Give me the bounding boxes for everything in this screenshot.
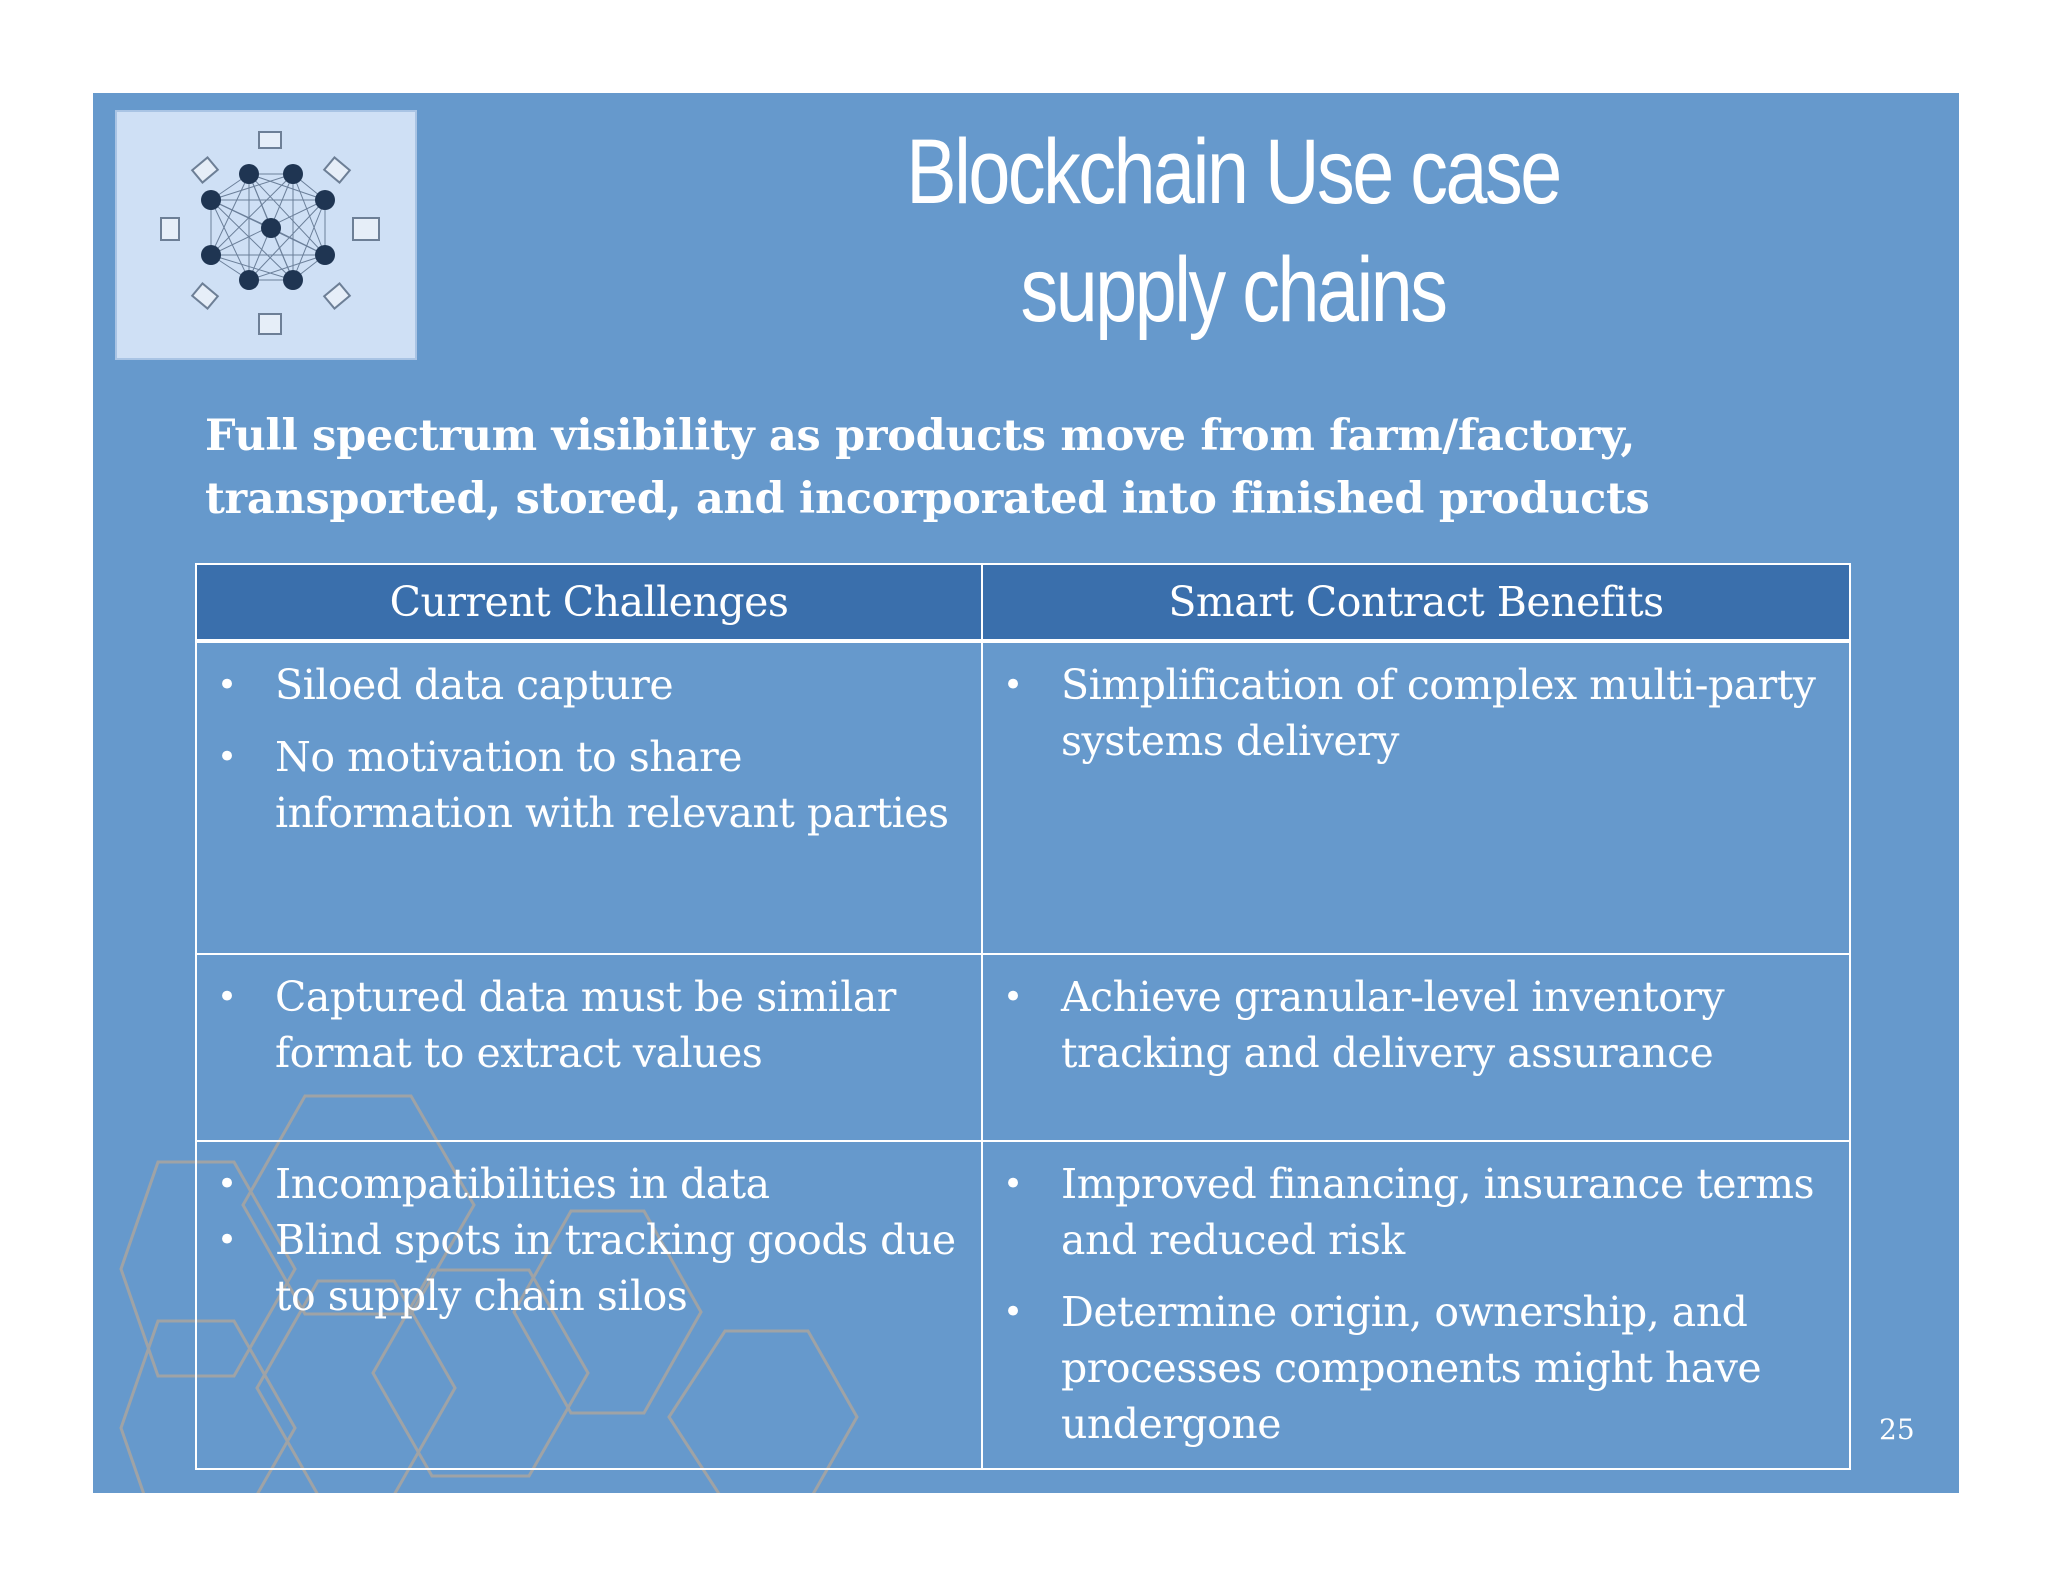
list-item: Incompatibilities in data (217, 1156, 961, 1212)
slide: Blockchain Use case supply chains Full s… (93, 93, 1959, 1493)
table-row: Captured data must be similar format to … (195, 953, 1851, 1142)
list-item: Siloed data capture (217, 657, 961, 713)
list-item: Blind spots in tracking goods due to sup… (217, 1212, 961, 1324)
logo-box (115, 110, 417, 360)
title-line-2: supply chains (1020, 239, 1448, 341)
network-nodes-icon (160, 131, 380, 335)
header-smart-contract-benefits: Smart Contract Benefits (981, 563, 1851, 643)
header-current-challenges: Current Challenges (195, 563, 983, 643)
benefits-cell: Achieve granular-level inventory trackin… (981, 953, 1851, 1142)
subtitle-line-1: Full spectrum visibility as products mov… (205, 411, 1636, 461)
subtitle-line-2: transported, stored, and incorporated in… (205, 474, 1650, 524)
list-item: Improved financing, insurance terms and … (1003, 1156, 1829, 1268)
list-item: Captured data must be similar format to … (217, 969, 961, 1081)
challenges-cell: Captured data must be similar format to … (195, 953, 983, 1142)
slide-title: Blockchain Use case supply chains (757, 113, 1708, 349)
table-row: Incompatibilities in data Blind spots in… (195, 1140, 1851, 1470)
page-number: 25 (1879, 1413, 1915, 1446)
challenges-benefits-table: Current Challenges Smart Contract Benefi… (195, 563, 1851, 1470)
challenges-cell: Siloed data capture No motivation to sha… (195, 640, 983, 955)
list-item: No motivation to share information with … (217, 729, 961, 841)
challenges-cell: Incompatibilities in data Blind spots in… (195, 1140, 983, 1470)
table-header-row: Current Challenges Smart Contract Benefi… (195, 563, 1851, 643)
slide-subtitle: Full spectrum visibility as products mov… (205, 405, 1765, 531)
list-item: Achieve granular-level inventory trackin… (1003, 969, 1829, 1081)
benefits-cell: Improved financing, insurance terms and … (981, 1140, 1851, 1470)
list-item: Determine origin, ownership, and process… (1003, 1284, 1829, 1452)
table-row: Siloed data capture No motivation to sha… (195, 640, 1851, 955)
list-item: Simplification of complex multi-party sy… (1003, 657, 1829, 769)
title-line-1: Blockchain Use case (906, 121, 1562, 223)
benefits-cell: Simplification of complex multi-party sy… (981, 640, 1851, 955)
